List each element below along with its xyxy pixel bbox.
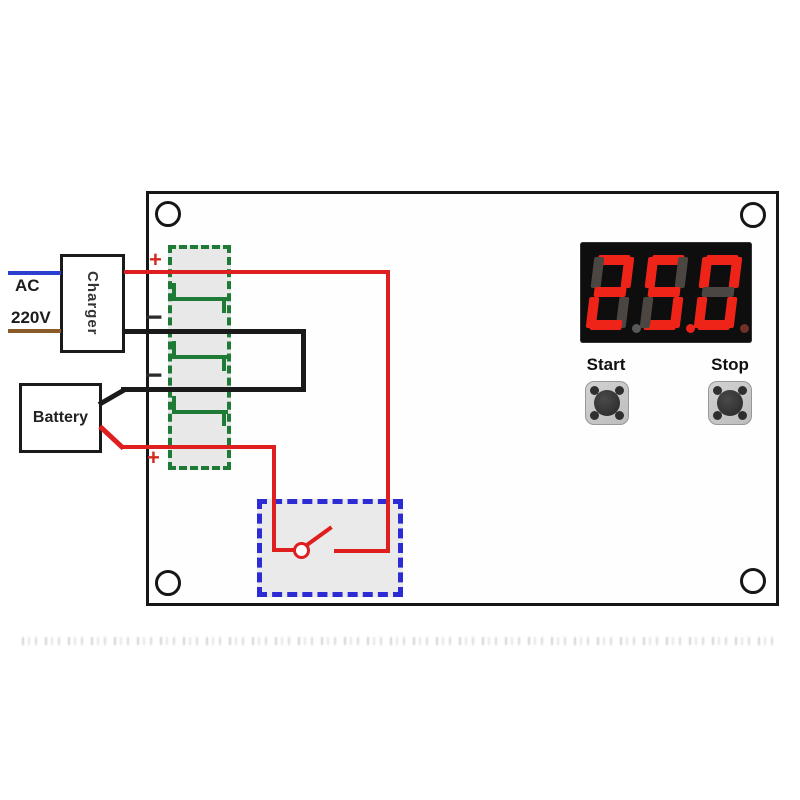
wire-battery-positive-bend	[98, 424, 126, 451]
decimal-point	[686, 324, 695, 333]
terminal-divider	[172, 283, 228, 313]
wire-charger-positive	[124, 270, 390, 274]
stop-label: Stop	[711, 355, 749, 374]
illegible-watermark-text	[22, 637, 780, 645]
wire-relay-left	[272, 449, 276, 552]
display-digit-2	[585, 255, 635, 330]
seven-segment-digits	[585, 255, 749, 335]
seven-segment-display	[580, 242, 752, 343]
wire-ac-neutral	[8, 329, 61, 333]
terminal-sign-plus-top: +	[149, 247, 162, 272]
button-pin-icon	[590, 411, 599, 420]
ac-label: AC	[15, 276, 40, 295]
battery-label: Battery	[32, 409, 89, 426]
wire-switch-left	[272, 548, 294, 552]
wire-charger-negative	[124, 329, 306, 334]
button-pin-icon	[738, 386, 747, 395]
terminal-divider	[172, 396, 228, 426]
wire-negative-link	[301, 329, 306, 392]
wire-relay-right	[386, 270, 390, 553]
button-pin-icon	[713, 386, 722, 395]
mounting-hole-top-left	[155, 201, 181, 227]
display-digit-0	[693, 255, 743, 330]
button-pin-icon	[713, 411, 722, 420]
button-pin-icon	[615, 411, 624, 420]
stop-button[interactable]	[708, 381, 752, 425]
terminal-divider	[172, 341, 228, 371]
wire-ac-live	[8, 271, 61, 275]
button-pin-icon	[590, 386, 599, 395]
button-pin-icon	[738, 411, 747, 420]
mounting-hole-bottom-right	[740, 568, 766, 594]
start-label: Start	[586, 355, 626, 374]
button-plunger-icon	[717, 390, 743, 416]
display-digit-5	[639, 255, 689, 330]
wire-battery-negative	[121, 387, 306, 392]
start-button[interactable]	[585, 381, 629, 425]
mounting-hole-bottom-left	[155, 570, 181, 596]
button-pin-icon	[615, 386, 624, 395]
switch-contact-icon	[293, 542, 310, 559]
terminal-sign-minus-2: −	[145, 359, 163, 392]
battery-box: Battery	[19, 383, 102, 453]
terminal-sign-minus-1: −	[145, 301, 163, 334]
charger-box: Charger	[60, 254, 125, 353]
terminal-sign-plus-bottom: +	[147, 445, 160, 470]
voltage-label: 220V	[11, 308, 51, 327]
button-plunger-icon	[594, 390, 620, 416]
decimal-point	[740, 324, 749, 333]
wire-switch-right	[334, 549, 390, 553]
charger-label: Charger	[84, 271, 101, 336]
decimal-point	[632, 324, 641, 333]
mounting-hole-top-right	[740, 202, 766, 228]
wire-battery-positive	[121, 445, 276, 449]
